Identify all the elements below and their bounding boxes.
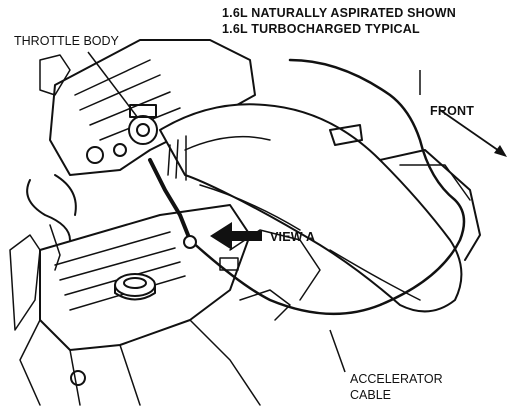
- throttle-body-part: [128, 115, 158, 145]
- note-line-1: 1.6L NATURALLY ASPIRATED SHOWN: [222, 6, 457, 20]
- view-a-arrow-icon: [210, 222, 262, 250]
- front-label: FRONT: [430, 104, 475, 118]
- leader-lines: [87, 51, 421, 373]
- throttle-body-label: THROTTLE BODY: [14, 34, 119, 48]
- view-a-label: VIEW A: [270, 230, 316, 244]
- engine-illustration: [9, 39, 481, 406]
- note-line-2: 1.6L TURBOCHARGED TYPICAL: [222, 22, 420, 36]
- accelerator-cable-label-line-2: CABLE: [350, 388, 391, 402]
- air-intake-duct: [159, 103, 463, 313]
- valve-cover: [39, 204, 251, 351]
- accelerator-cable: [188, 58, 466, 316]
- front-arrow-icon: [439, 109, 507, 157]
- accelerator-cable-leader: [329, 329, 346, 373]
- accelerator-cable-label-line-1: ACCELERATOR: [350, 372, 443, 386]
- throttle-body-leader: [87, 51, 139, 119]
